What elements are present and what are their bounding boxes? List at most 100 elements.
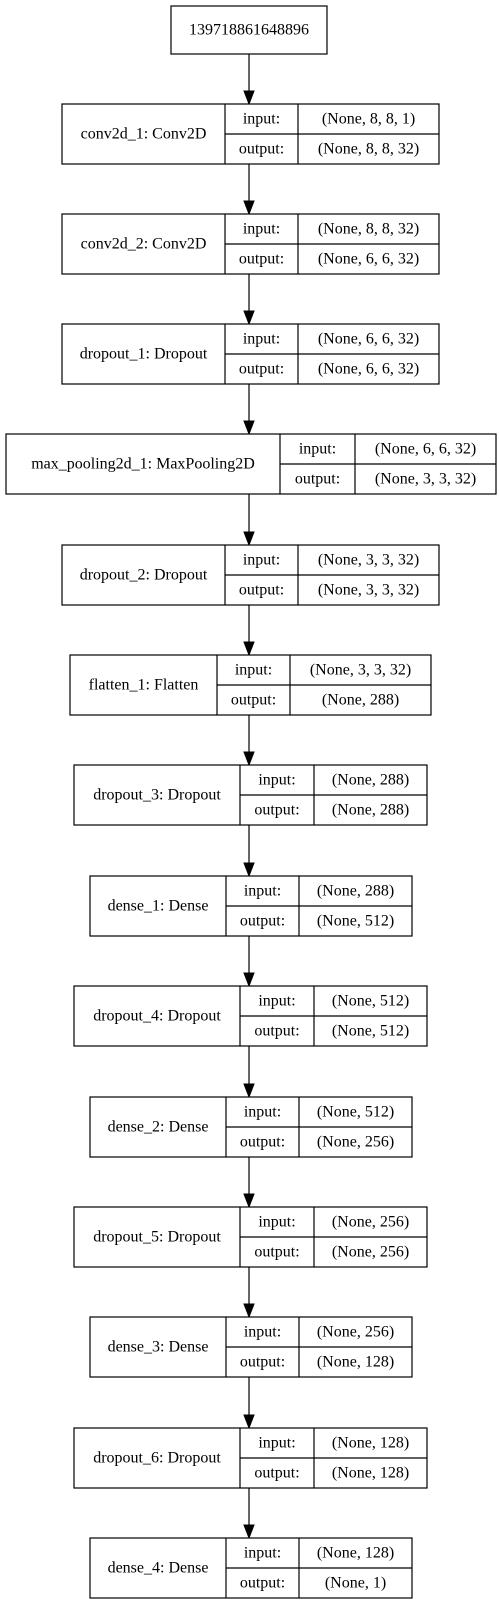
- input-shape-value: (None, 6, 6, 32): [318, 331, 419, 348]
- output-port-label: output:: [254, 1465, 299, 1482]
- output-shape-value: (None, 6, 6, 32): [318, 361, 419, 378]
- output-port-label: output:: [240, 1575, 285, 1592]
- input-shape-value: (None, 256): [332, 1214, 409, 1231]
- layer-name-label: dropout_5: Dropout: [93, 1229, 221, 1246]
- input-port-label: input:: [244, 1545, 281, 1562]
- output-shape-value: (None, 288): [322, 692, 399, 709]
- edge-arrow: [243, 1046, 255, 1099]
- layer-node: dropout_5: Dropout input: output: (None, 25…: [73, 1206, 428, 1268]
- input-port-label: input:: [299, 441, 336, 458]
- arrowhead-icon: [243, 1193, 255, 1209]
- arrowhead-icon: [243, 1083, 255, 1099]
- arrowhead-icon: [243, 751, 255, 767]
- arrowhead-icon: [243, 1303, 255, 1319]
- layer-name-label: dropout_6: Dropout: [93, 1450, 221, 1467]
- edge-arrow: [243, 1488, 255, 1540]
- layer-node: conv2d_1: Conv2D input: output: (None, 8, 8…: [61, 103, 440, 165]
- root-node-box: [170, 5, 328, 55]
- layer-node: dropout_2: Dropout input: output: (None, 3,…: [61, 544, 440, 606]
- output-shape-value: (None, 256): [317, 1134, 394, 1151]
- output-shape-value: (None, 8, 8, 32): [318, 141, 419, 158]
- input-port-label: input:: [235, 662, 272, 679]
- layer-node: flatten_1: Flatten input: output: (None, 3,…: [69, 654, 432, 716]
- root-node-label: 139718861648896: [189, 22, 309, 39]
- layer-name-label: max_pooling2d_1: MaxPooling2D: [31, 456, 255, 473]
- input-shape-value: (None, 288): [317, 883, 394, 900]
- arrowhead-icon: [243, 1414, 255, 1430]
- arrowhead-icon: [243, 531, 255, 547]
- input-port-label: input:: [243, 552, 280, 569]
- arrowhead-icon: [243, 200, 255, 216]
- arrowhead-icon: [243, 90, 255, 106]
- output-port-label: output:: [240, 1354, 285, 1371]
- output-port-label: output:: [254, 1244, 299, 1261]
- layer-node: dropout_6: Dropout input: output: (None, 12…: [73, 1427, 428, 1489]
- input-port-label: input:: [244, 1104, 281, 1121]
- input-port-label: input:: [258, 1435, 295, 1452]
- arrowhead-icon: [243, 310, 255, 326]
- input-shape-value: (None, 3, 3, 32): [318, 552, 419, 569]
- input-port-label: input:: [258, 993, 295, 1010]
- output-port-label: output:: [240, 1134, 285, 1151]
- layer-name-label: flatten_1: Flatten: [89, 677, 199, 694]
- input-shape-value: (None, 288): [332, 772, 409, 789]
- arrowhead-icon: [243, 420, 255, 436]
- arrowhead-icon: [243, 862, 255, 878]
- output-port-label: output:: [231, 692, 276, 709]
- output-port-label: output:: [254, 1023, 299, 1040]
- layer-node: max_pooling2d_1: MaxPooling2D input: outpu…: [5, 433, 497, 495]
- edge-arrow: [243, 164, 255, 216]
- input-port-label: input:: [244, 883, 281, 900]
- edge-arrow: [243, 936, 255, 988]
- layer-node: conv2d_2: Conv2D input: output: (None, 8, 8…: [61, 213, 440, 275]
- root-node: 139718861648896: [170, 5, 328, 55]
- layer-node: dropout_3: Dropout input: output: (None, 28…: [73, 764, 428, 826]
- arrowhead-icon: [243, 641, 255, 657]
- input-shape-value: (None, 128): [332, 1435, 409, 1452]
- output-shape-value: (None, 6, 6, 32): [318, 251, 419, 268]
- output-shape-value: (None, 3, 3, 32): [318, 582, 419, 599]
- layer-name-label: dropout_3: Dropout: [93, 787, 221, 804]
- input-port-label: input:: [244, 1324, 281, 1341]
- edge-arrow: [243, 825, 255, 878]
- input-port-label: input:: [243, 221, 280, 238]
- output-shape-value: (None, 512): [317, 913, 394, 930]
- layer-name-label: conv2d_1: Conv2D: [81, 126, 207, 143]
- input-port-label: input:: [258, 1214, 295, 1231]
- layer-name-label: dense_3: Dense: [108, 1339, 209, 1356]
- layer-name-label: conv2d_2: Conv2D: [81, 236, 207, 253]
- input-port-label: input:: [258, 772, 295, 789]
- output-shape-value: (None, 3, 3, 32): [375, 471, 476, 488]
- input-shape-value: (None, 3, 3, 32): [310, 662, 411, 679]
- output-port-label: output:: [239, 361, 284, 378]
- edge-arrow: [243, 384, 255, 436]
- output-port-label: output:: [239, 582, 284, 599]
- edge-arrow: [243, 54, 255, 106]
- output-port-label: output:: [239, 251, 284, 268]
- edge-arrow: [243, 605, 255, 657]
- input-shape-value: (None, 8, 8, 1): [322, 111, 415, 128]
- output-port-label: output:: [240, 913, 285, 930]
- output-shape-value: (None, 256): [332, 1244, 409, 1261]
- output-port-label: output:: [254, 802, 299, 819]
- output-shape-value: (None, 288): [332, 802, 409, 819]
- edges: [243, 54, 255, 1540]
- output-port-label: output:: [295, 471, 340, 488]
- input-shape-value: (None, 6, 6, 32): [375, 441, 476, 458]
- input-port-label: input:: [243, 111, 280, 128]
- edge-arrow: [243, 715, 255, 767]
- output-shape-value: (None, 512): [332, 1023, 409, 1040]
- input-shape-value: (None, 128): [317, 1545, 394, 1562]
- input-shape-value: (None, 256): [317, 1324, 394, 1341]
- output-port-label: output:: [239, 141, 284, 158]
- output-shape-value: (None, 1): [325, 1575, 386, 1592]
- layer-name-label: dropout_2: Dropout: [80, 567, 208, 584]
- input-port-label: input:: [243, 331, 280, 348]
- input-shape-value: (None, 8, 8, 32): [318, 221, 419, 238]
